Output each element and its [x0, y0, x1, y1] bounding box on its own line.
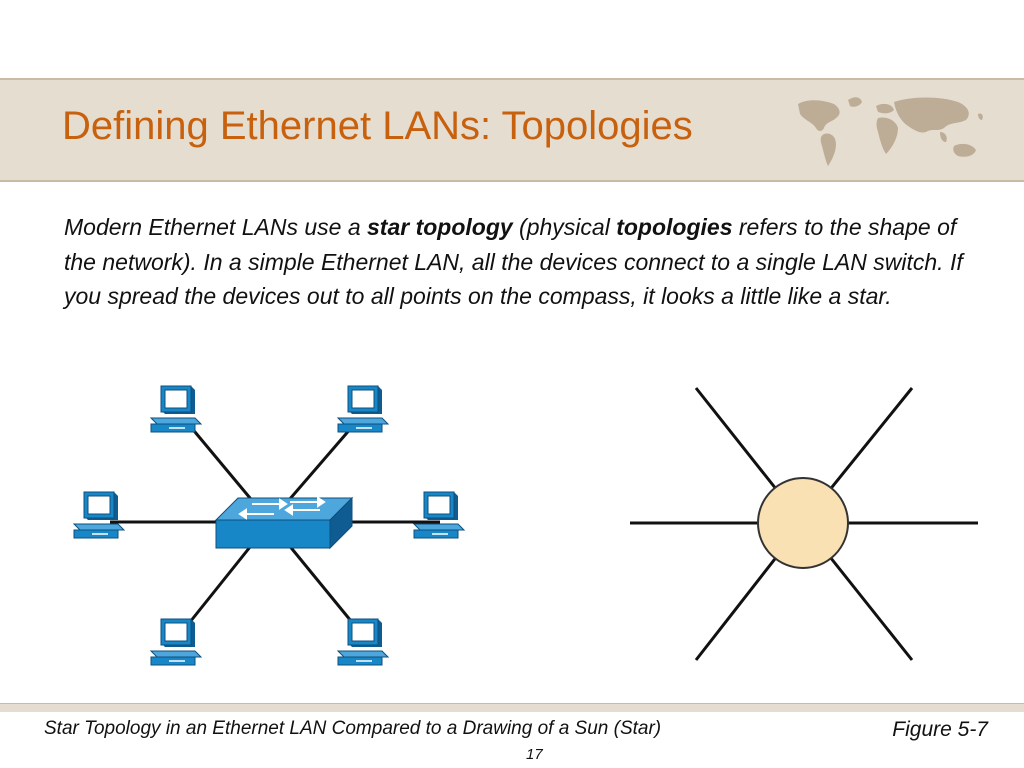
world-map-icon	[798, 97, 983, 166]
topology-diagram	[73, 385, 978, 666]
pc-icon	[413, 491, 465, 539]
term-topologies: topologies	[616, 214, 733, 240]
pc-icon	[337, 385, 389, 433]
pc-icon	[150, 618, 202, 666]
page-number: 17	[526, 746, 543, 763]
pc-icon	[73, 491, 125, 539]
figure-label: Figure 5-7	[892, 718, 988, 741]
body-text-segment: Modern Ethernet LANs use a	[64, 214, 367, 240]
switch-icon	[214, 496, 354, 550]
sun-drawing	[630, 387, 978, 661]
pc-icon	[150, 385, 202, 433]
footer-rule	[0, 703, 1024, 712]
term-star-topology: star topology	[367, 214, 513, 240]
body-text-segment: refers to the shape of the network). In …	[64, 214, 963, 309]
sun-circle	[757, 477, 849, 569]
slide-title: Defining Ethernet LANs: Topologies	[62, 104, 693, 148]
pc-icon	[337, 618, 389, 666]
title-band	[0, 78, 1024, 182]
body-text-segment: (physical	[512, 214, 617, 240]
figure-caption: Star Topology in an Ethernet LAN Compare…	[44, 718, 662, 739]
body-paragraph: Modern Ethernet LANs use a star topology…	[64, 210, 964, 314]
